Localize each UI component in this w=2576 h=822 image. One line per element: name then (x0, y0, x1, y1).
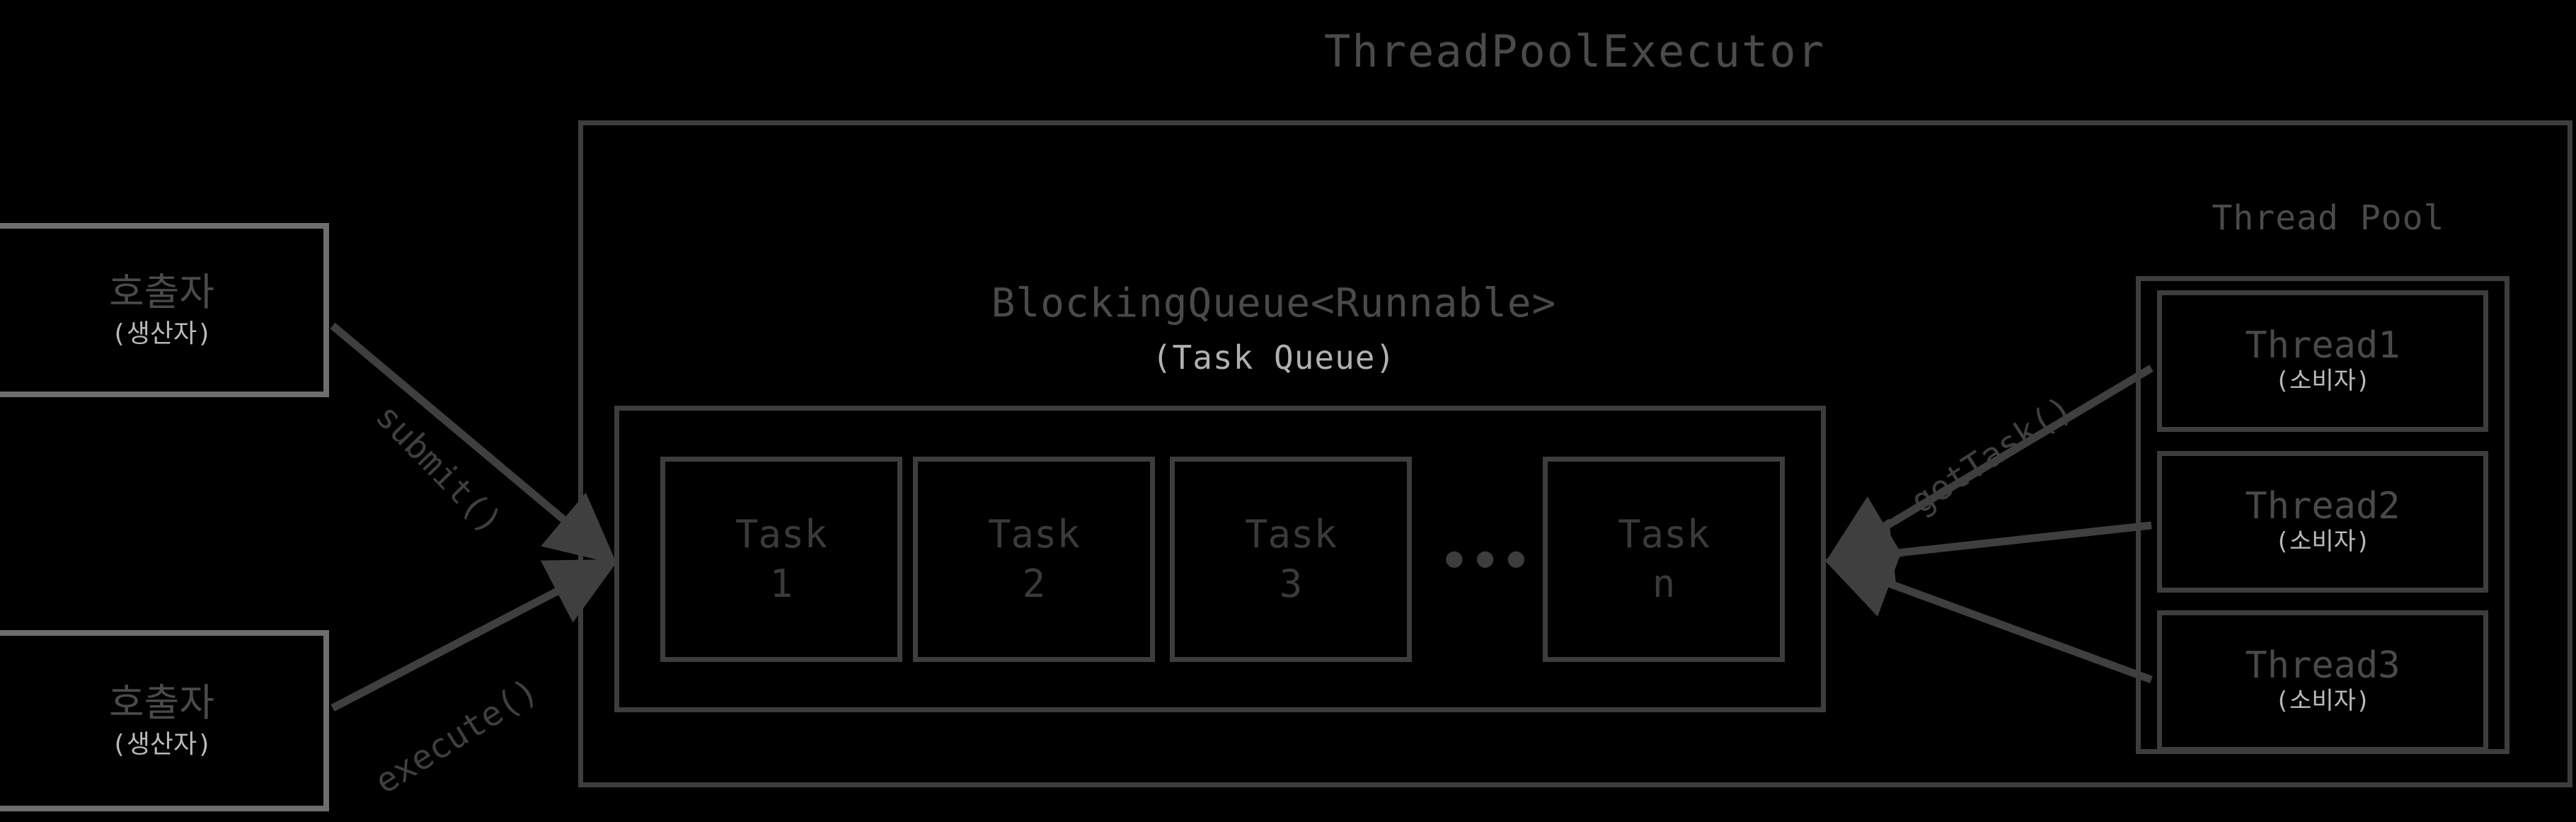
page-title: ThreadPoolExecutor (1324, 25, 1825, 77)
task-label: Task (987, 511, 1081, 556)
task-label: Task (1617, 511, 1710, 556)
task-index: 3 (1279, 561, 1303, 606)
task-queue-container (614, 406, 1826, 712)
task-box[interactable]: Task 3 (1170, 457, 1412, 662)
queue-title: BlockingQueue<Runnable> (991, 280, 1557, 326)
thread-pool-title: Thread Pool (2212, 198, 2445, 238)
task-index: 2 (1022, 561, 1046, 606)
thread-name: Thread1 (2245, 324, 2400, 367)
thread-box-2[interactable]: Thread2 (소비자) (2157, 451, 2488, 593)
task-box[interactable]: Task 2 (913, 457, 1155, 662)
thread-box-1[interactable]: Thread1 (소비자) (2157, 290, 2488, 432)
ellipsis-icon: ••• (1440, 534, 1534, 588)
task-box[interactable]: Task n (1543, 457, 1785, 662)
queue-subtitle: (Task Queue) (1151, 338, 1396, 377)
thread-box-3[interactable]: Thread3 (소비자) (2157, 610, 2488, 752)
edge-label-submit: submit() (367, 396, 510, 542)
edge-label-execute: execute() (368, 670, 546, 802)
task-index: 1 (769, 561, 793, 606)
thread-name: Thread2 (2245, 485, 2400, 528)
task-label: Task (735, 511, 828, 556)
thread-role: (소비자) (2275, 367, 2371, 396)
task-label: Task (1244, 511, 1338, 556)
task-index: n (1652, 561, 1676, 606)
thread-role: (소비자) (2275, 687, 2371, 716)
caller-box-2[interactable]: 호출자 (생산자) (0, 630, 329, 811)
caller-box-1[interactable]: 호출자 (생산자) (0, 223, 329, 397)
task-box[interactable]: Task 1 (660, 457, 902, 662)
thread-name: Thread3 (2245, 644, 2400, 687)
caller-role: (생산자) (111, 319, 212, 348)
thread-role: (소비자) (2275, 527, 2371, 556)
caller-name: 호출자 (108, 269, 215, 314)
caller-name: 호출자 (108, 680, 215, 725)
caller-role: (생산자) (111, 729, 212, 759)
